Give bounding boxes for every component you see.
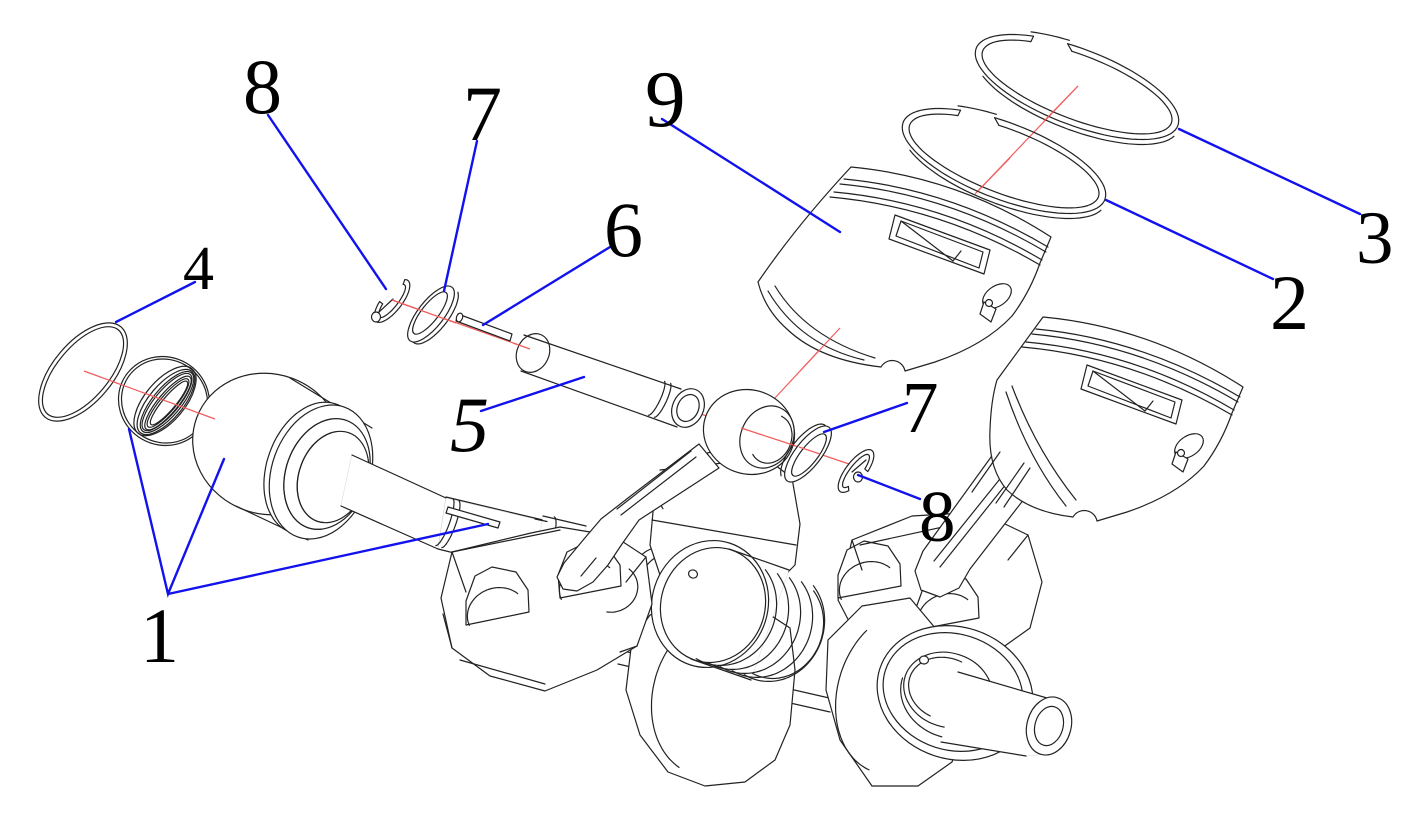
svg-text:4: 4 [183, 235, 214, 303]
svg-text:2: 2 [1270, 259, 1309, 346]
svg-text:7: 7 [463, 70, 502, 157]
svg-text:7: 7 [902, 367, 939, 448]
svg-text:3: 3 [1356, 197, 1394, 280]
svg-text:1: 1 [140, 592, 179, 679]
svg-text:8: 8 [919, 476, 956, 557]
svg-text:6: 6 [604, 186, 643, 273]
svg-text:9: 9 [645, 54, 686, 144]
svg-text:8: 8 [243, 43, 282, 130]
svg-text:5: 5 [450, 381, 489, 468]
